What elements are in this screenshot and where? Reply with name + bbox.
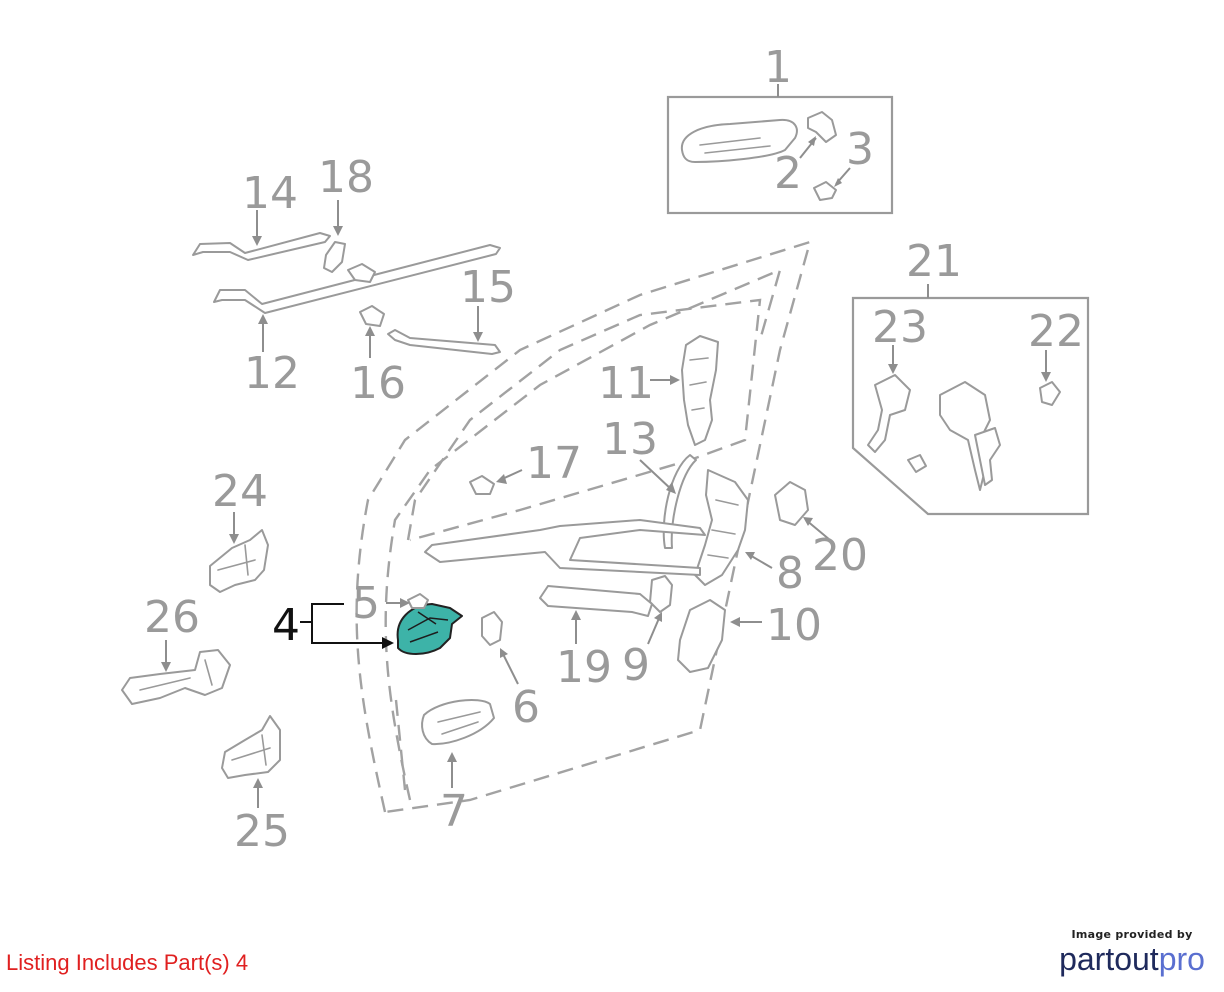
handle-bezel-7-part <box>421 698 495 746</box>
lock-link-9-part <box>649 575 673 613</box>
part-21-box <box>851 296 1090 516</box>
part-11-group <box>650 335 719 446</box>
callout-15: 15 <box>460 262 516 313</box>
callout-6: 6 <box>512 682 540 733</box>
handle-pad-part <box>807 111 837 143</box>
callout-labels: 1 2 3 4 5 6 7 8 9 10 11 12 13 14 15 16 1… <box>144 42 1084 857</box>
rod-15-part <box>387 329 501 355</box>
callout-8: 8 <box>776 548 804 599</box>
lock-protector-10-part <box>677 599 726 673</box>
part-7-group <box>421 698 495 788</box>
callout-2: 2 <box>774 148 802 199</box>
door-check-26-part <box>121 649 231 705</box>
credit-logo-part2: pro <box>1158 941 1205 977</box>
part-4-group <box>300 593 463 655</box>
callout-1: 1 <box>764 42 792 93</box>
callout-9: 9 <box>622 640 650 691</box>
rods-group <box>192 200 501 358</box>
door-outline <box>355 240 812 814</box>
rail-19-part <box>539 585 653 617</box>
callout-25: 25 <box>234 806 290 857</box>
remote-rod-part <box>424 519 706 576</box>
screw-5-part <box>407 593 429 609</box>
hinge-25-part <box>221 715 281 779</box>
callout-17: 17 <box>526 438 582 489</box>
callout-10: 10 <box>766 600 822 651</box>
rod-joint-part <box>347 263 376 283</box>
callout-7: 7 <box>440 786 468 837</box>
door-key-part <box>974 427 1001 486</box>
callout-21: 21 <box>906 236 962 287</box>
hinges-group <box>121 512 281 808</box>
key-cylinder-part <box>939 381 991 491</box>
callout-12: 12 <box>244 348 300 399</box>
callout-26: 26 <box>144 592 200 643</box>
rod-clip-16-part <box>359 305 385 327</box>
callout-22: 22 <box>1028 306 1084 357</box>
lock-control-part <box>681 335 719 446</box>
rod-14-part <box>192 232 331 261</box>
callout-11: 11 <box>598 358 654 409</box>
callout-5: 5 <box>352 578 380 629</box>
rod-clip-18-part <box>323 241 346 273</box>
callout-24: 24 <box>212 466 268 517</box>
cylinder-clip-part <box>1039 381 1061 406</box>
rod-12-part <box>213 244 501 314</box>
hinge-24-part <box>209 529 269 593</box>
part-1-box <box>666 95 894 215</box>
callout-18: 18 <box>318 152 374 203</box>
lock-cylinder-part <box>867 374 911 453</box>
callout-4: 4 <box>272 600 300 651</box>
credit-caption: Image provided by <box>1071 928 1193 941</box>
clip-17-part <box>469 475 495 495</box>
inside-handle-4-part <box>396 603 463 655</box>
credit-logo-part1: partout <box>1059 941 1159 977</box>
door-lock-8-part <box>694 469 749 586</box>
listing-note: Listing Includes Part(s) 4 <box>6 950 249 975</box>
callout-16: 16 <box>350 358 406 409</box>
credit-logo: partoutpro <box>1052 941 1212 977</box>
small-screw-part <box>907 454 927 473</box>
callout-3: 3 <box>846 124 874 175</box>
handle-clip-part <box>813 181 837 201</box>
callout-20: 20 <box>812 530 868 581</box>
rod-holder-6-part <box>481 611 503 646</box>
callout-23: 23 <box>872 302 928 353</box>
callout-13: 13 <box>602 414 658 465</box>
part-1-group <box>666 84 894 215</box>
part-21-group <box>851 284 1090 516</box>
lock-cover-20-part <box>774 481 809 526</box>
image-credit: Image provided by partoutpro <box>1052 928 1212 977</box>
mid-parts-group <box>424 454 831 685</box>
callout-14: 14 <box>242 168 298 219</box>
callout-19: 19 <box>556 642 612 693</box>
